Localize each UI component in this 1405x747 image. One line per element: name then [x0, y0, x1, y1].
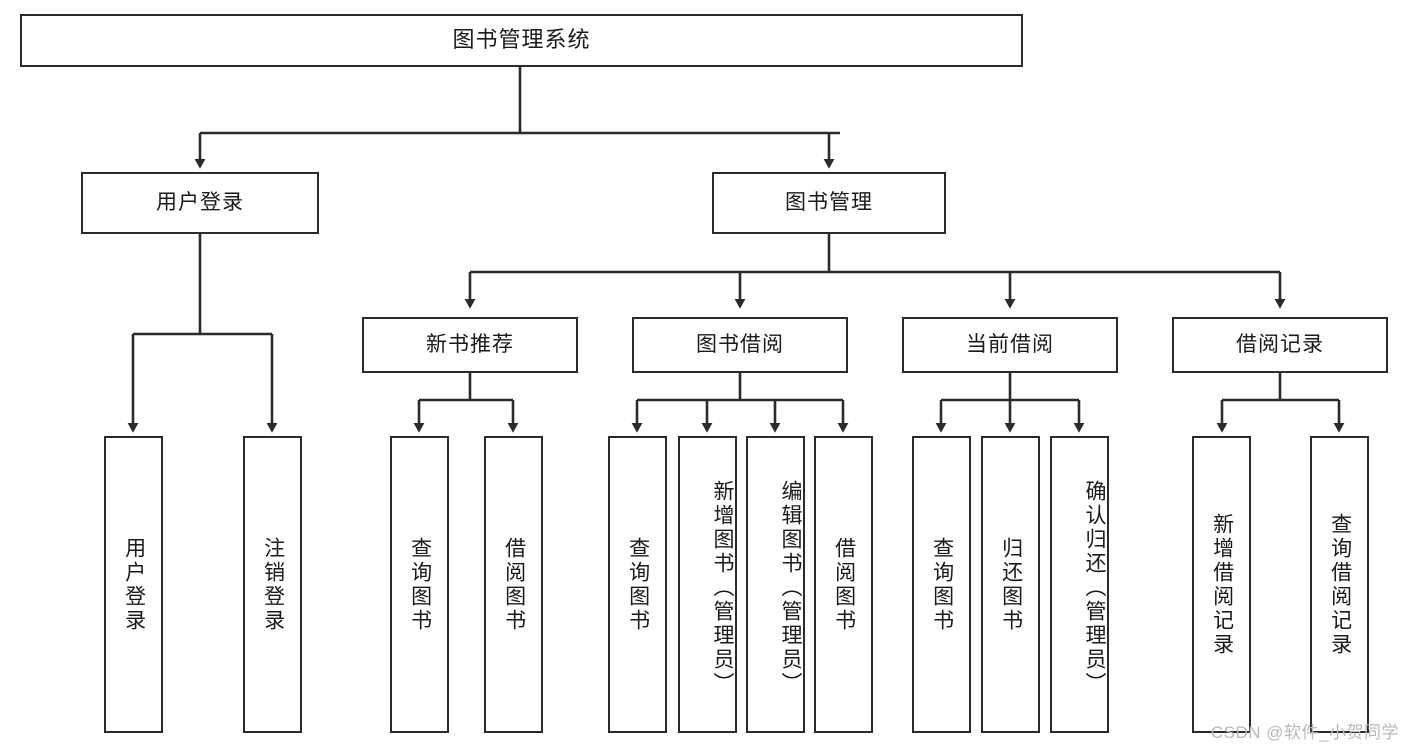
node-user-login[interactable]: 用户登录 — [81, 172, 319, 234]
leaf-add-book[interactable]: 新增图书（管理员） — [678, 436, 737, 733]
node-current-borrow[interactable]: 当前借阅 — [902, 317, 1118, 373]
node-root[interactable]: 图书管理系统 — [20, 14, 1023, 67]
leaf-edit-book[interactable]: 编辑图书（管理员） — [746, 436, 805, 733]
leaf-query-book-recommend[interactable]: 查询图书 — [390, 436, 449, 733]
node-new-book-recommend[interactable]: 新书推荐 — [362, 317, 578, 373]
node-book-borrow[interactable]: 图书借阅 — [632, 317, 848, 373]
leaf-user-login[interactable]: 用户登录 — [104, 436, 163, 733]
leaf-return-book[interactable]: 归还图书 — [981, 436, 1040, 733]
node-borrow-record[interactable]: 借阅记录 — [1172, 317, 1388, 373]
leaf-confirm-return[interactable]: 确认归还（管理员） — [1050, 436, 1109, 733]
leaf-borrow-book[interactable]: 借阅图书 — [814, 436, 873, 733]
node-book-manage[interactable]: 图书管理 — [712, 172, 946, 234]
leaf-add-borrow-record[interactable]: 新增借阅记录 — [1192, 436, 1251, 733]
leaf-logout-login[interactable]: 注销登录 — [243, 436, 302, 733]
leaf-query-book-current[interactable]: 查询图书 — [912, 436, 971, 733]
csdn-watermark: CSDN @软件_小贺同学 — [1210, 723, 1399, 742]
leaf-query-borrow-record[interactable]: 查询借阅记录 — [1310, 436, 1369, 733]
leaf-query-book-borrow[interactable]: 查询图书 — [608, 436, 667, 733]
leaf-borrow-book-recommend[interactable]: 借阅图书 — [484, 436, 543, 733]
